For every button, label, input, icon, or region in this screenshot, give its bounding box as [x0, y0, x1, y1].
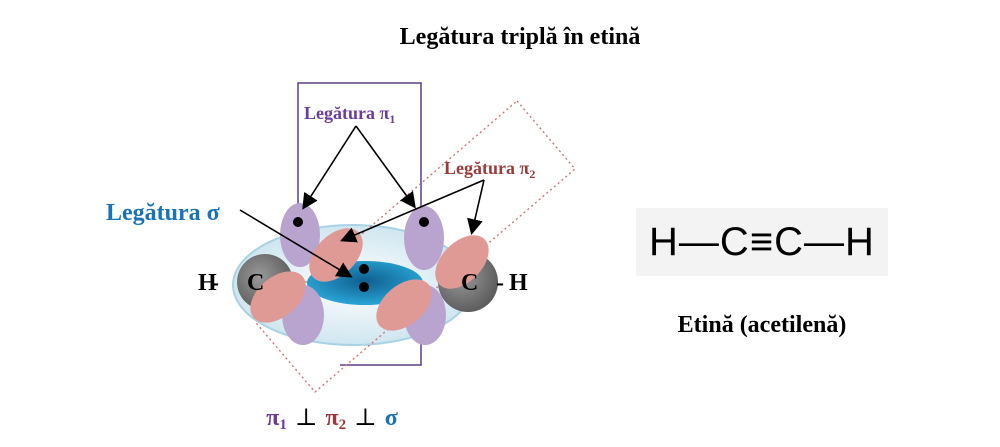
pi2-arrow-right	[467, 179, 485, 236]
pi1-lobe-left-top	[280, 203, 320, 267]
atom-c-right-label: C	[461, 270, 478, 296]
pi2-lobe-right-lower	[376, 279, 432, 331]
electron-dot	[419, 217, 429, 227]
pi2-lobe-left-lower	[250, 271, 306, 323]
electron-dot	[293, 217, 303, 227]
pi2-bond-label: Legătura π2	[444, 158, 535, 181]
bond-dash-left: -	[211, 270, 219, 296]
pi1-arrow-left	[302, 125, 357, 210]
structural-formula: H—C≡C—H	[649, 220, 875, 264]
molecule-caption: Etină (acetilenă)	[678, 312, 847, 338]
pi2-lobe-right-upper	[435, 235, 489, 289]
pi1-frame	[297, 82, 422, 366]
electron-dot	[359, 282, 369, 292]
structural-formula-box: H—C≡C—H	[636, 208, 888, 276]
pi1-bond-label: Legătura π1	[304, 103, 395, 126]
atom-h-right-label: H	[509, 270, 528, 296]
electron-dot	[359, 264, 369, 274]
sigma-bond-label: Legătura σ	[106, 200, 220, 226]
page-title: Legătura triplă în etină	[400, 24, 641, 50]
atom-c-left-label: C	[247, 270, 264, 296]
pi1-arrow-right	[355, 125, 416, 209]
perpendicular-relation: π1⊥π2⊥σ	[266, 405, 398, 433]
atom-h-left-label: H	[198, 270, 217, 296]
pi1-lobe-right-top	[404, 206, 444, 270]
sigma-arrow	[239, 209, 353, 278]
pi2-arrow-left	[340, 179, 485, 243]
bond-dash-right: -	[496, 270, 504, 296]
